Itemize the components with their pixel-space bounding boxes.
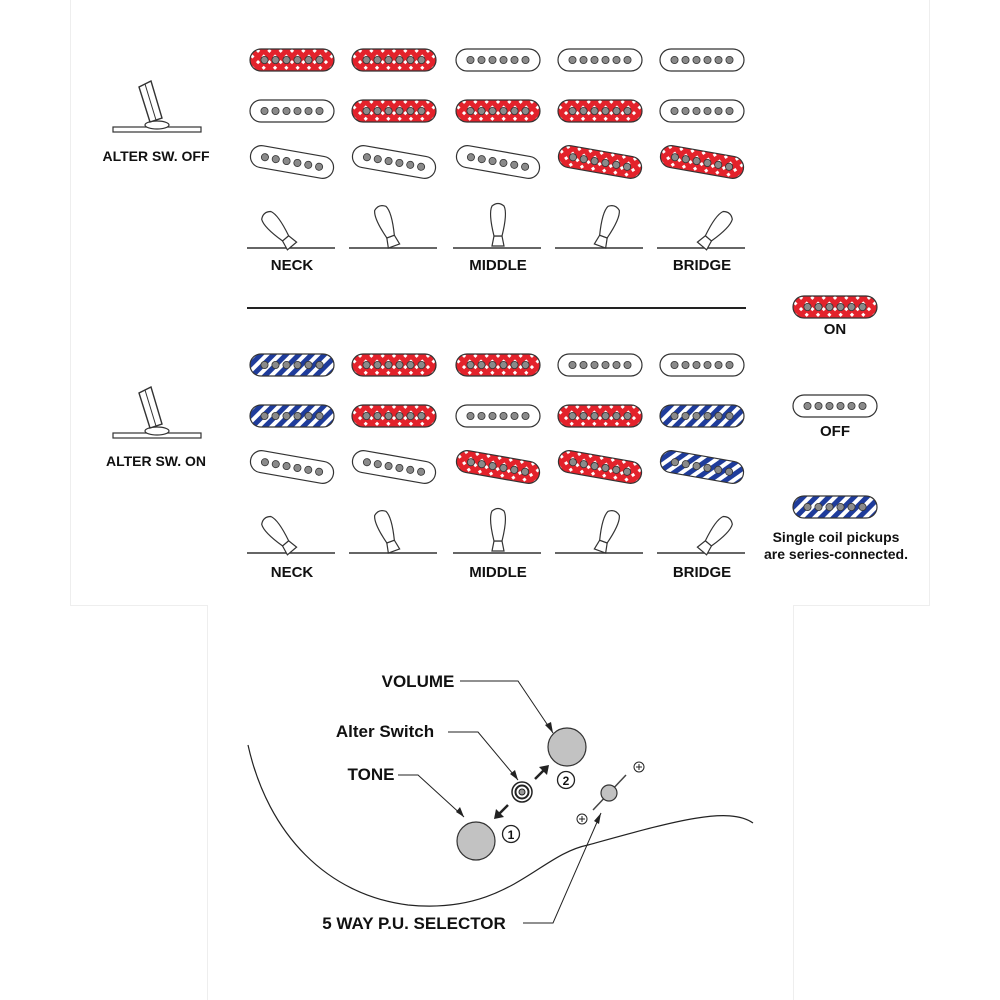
legend-label-off: OFF xyxy=(820,423,850,440)
pickup-off-g2-r1-c5 xyxy=(659,353,745,377)
tone-leader-line xyxy=(398,774,465,818)
pickup-series-g2-r2-c5 xyxy=(659,404,745,428)
alter-switch-label: Alter Switch xyxy=(336,722,434,741)
selector-lever-icon-g2-pos2 xyxy=(349,510,437,554)
position-label-middle: MIDDLE xyxy=(469,257,527,274)
pickup-switching-chart-svg: ALTER SW. OFF ALTER SW. ON NECK MIDDLE B… xyxy=(102,48,908,581)
pickup-on-g1-r1-c2 xyxy=(351,48,437,72)
selector-leader-line xyxy=(523,812,602,924)
legend-label-series-line2: are series-connected. xyxy=(764,546,908,562)
tone-label: TONE xyxy=(348,765,395,784)
control-layout-diagram: 1 2 VOLUME Alter Switch TONE 5 WAY P.U. … xyxy=(207,605,794,1000)
pickup-off-g2-r2-c3 xyxy=(455,404,541,428)
pickup-on-g1-r2-c3 xyxy=(455,99,541,123)
pickup-off-g1-r2-c1 xyxy=(249,99,335,123)
volume-label: VOLUME xyxy=(382,672,455,691)
selector-lever-icon-g2-pos4 xyxy=(555,510,643,554)
alter-switch-leader-line xyxy=(448,731,519,781)
pickup-switching-chart: ALTER SW. OFF ALTER SW. ON NECK MIDDLE B… xyxy=(70,0,930,606)
pickup-series-g2-r3-c5 xyxy=(659,450,745,484)
pickup-series-g2-r1-c1 xyxy=(249,353,335,377)
step-1-badge xyxy=(501,824,521,844)
pickup-on-g2-r3-c3 xyxy=(455,450,541,484)
pickup-on-g1-r1-c1 xyxy=(249,48,335,72)
tone-knob xyxy=(456,821,496,861)
control-layout-svg: 1 2 VOLUME Alter Switch TONE 5 WAY P.U. … xyxy=(247,672,754,933)
pickup-on-g2-r3-c4 xyxy=(557,450,643,484)
volume-leader-arrowhead xyxy=(545,722,553,733)
pickup-on-g1-r3-c4 xyxy=(557,145,643,179)
pickup-off-g1-r3-c2 xyxy=(351,145,437,179)
alter-switch-icon xyxy=(511,781,533,803)
position-label-middle: MIDDLE xyxy=(469,564,527,581)
pickup-off-g2-r3-c2 xyxy=(351,450,437,484)
alter-switch-off-icon xyxy=(112,80,202,133)
pickup-on-g2-r2-c4 xyxy=(557,404,643,428)
pickup-off-g1-r2-c5 xyxy=(659,99,745,123)
selector-lever-icon-g1-pos5 xyxy=(657,210,745,251)
legend-swatch-series xyxy=(792,495,878,519)
selector-lever-icon-g2-pos1 xyxy=(247,515,335,556)
pickup-off-g1-r1-c5 xyxy=(659,48,745,72)
position-label-bridge: BRIDGE xyxy=(673,257,731,274)
volume-leader-line xyxy=(460,680,554,734)
pickup-on-g1-r3-c5 xyxy=(659,145,745,179)
pickup-off-g1-r3-c1 xyxy=(249,145,335,179)
tone-leader-arrowhead xyxy=(456,807,464,817)
position-label-neck: NECK xyxy=(271,257,314,274)
alter-switch-on-icon xyxy=(112,386,202,439)
pickup-off-g2-r1-c4 xyxy=(557,353,643,377)
push-arrow-icon xyxy=(494,804,509,819)
pickup-off-g1-r1-c4 xyxy=(557,48,643,72)
selector-lever-icon-g1-pos4 xyxy=(555,205,643,249)
step-2-badge xyxy=(556,770,576,790)
pickup-on-g1-r2-c2 xyxy=(351,99,437,123)
pickup-on-g2-r2-c2 xyxy=(351,404,437,428)
legend-swatch-off xyxy=(792,394,878,418)
volume-knob xyxy=(547,727,587,767)
group-label-alter-on: ALTER SW. ON xyxy=(106,453,206,469)
selector-lever-icon-g1-pos1 xyxy=(247,210,335,251)
pickup-on-g2-r1-c2 xyxy=(351,353,437,377)
selector-leader-arrowhead xyxy=(594,813,601,824)
pull-arrow-icon xyxy=(534,765,549,780)
pickup-on-g2-r1-c3 xyxy=(455,353,541,377)
legend-label-series-line1: Single coil pickups xyxy=(773,529,900,545)
legend-label-on: ON xyxy=(824,321,847,338)
selector-lever-icon-g1-pos3 xyxy=(453,202,541,249)
alter-switch-leader-arrowhead xyxy=(510,770,518,780)
selector-label: 5 WAY P.U. SELECTOR xyxy=(322,914,506,933)
selector-lever-icon-g2-pos5 xyxy=(657,515,745,556)
guitar-body-outline xyxy=(247,744,754,907)
step-1-number: 1 xyxy=(508,828,515,842)
position-label-neck: NECK xyxy=(271,564,314,581)
pickup-off-g2-r3-c1 xyxy=(249,450,335,484)
position-label-bridge: BRIDGE xyxy=(673,564,731,581)
selector-lever-icon-g2-pos3 xyxy=(453,507,541,554)
pickup-off-g1-r1-c3 xyxy=(455,48,541,72)
chart-graphics xyxy=(112,48,878,556)
pickup-on-g1-r2-c4 xyxy=(557,99,643,123)
pickup-off-g1-r3-c3 xyxy=(455,145,541,179)
pickup-series-g2-r2-c1 xyxy=(249,404,335,428)
step-2-number: 2 xyxy=(563,774,570,788)
group-label-alter-off: ALTER SW. OFF xyxy=(102,148,210,164)
selector-lever-icon-g1-pos2 xyxy=(349,205,437,249)
selector-switch-icon xyxy=(576,761,645,825)
legend-swatch-on xyxy=(792,295,878,319)
